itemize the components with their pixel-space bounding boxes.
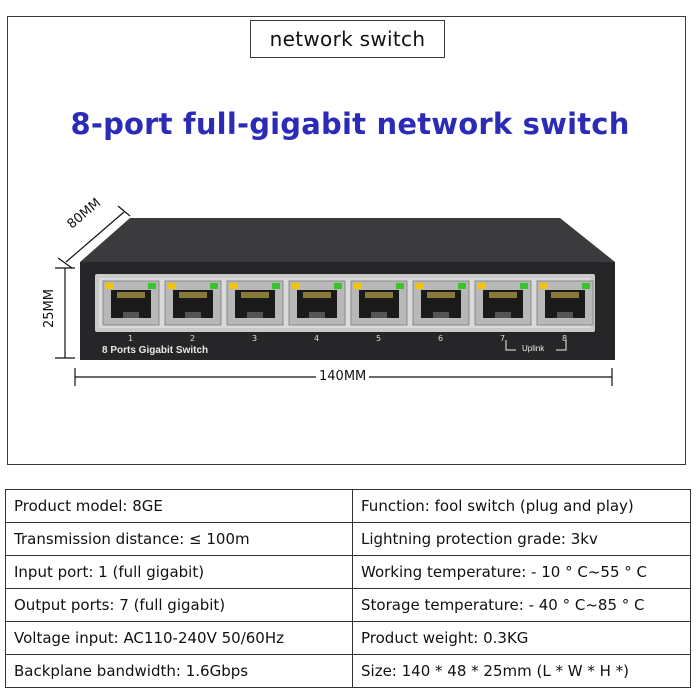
port-number: 6 <box>438 334 444 343</box>
port-number: 8 <box>562 334 568 343</box>
port-number: 5 <box>376 334 382 343</box>
spec-cell: Working temperature: - 10 ° C~55 ° C <box>352 555 691 589</box>
spec-cell: Voltage input: AC110-240V 50/60Hz <box>5 621 353 655</box>
port-number: 7 <box>500 334 506 343</box>
spec-row: Input port: 1 (full gigabit)Working temp… <box>5 555 691 589</box>
switch-panel-label: 8 Ports Gigabit Switch <box>102 345 209 356</box>
category-tag: network switch <box>250 20 445 58</box>
spec-row: Output ports: 7 (full gigabit)Storage te… <box>5 588 691 622</box>
spec-cell: Input port: 1 (full gigabit) <box>5 555 353 589</box>
uplink-label: Uplink <box>522 344 545 353</box>
spec-cell: Size: 140 * 48 * 25mm (L * W * H *) <box>352 654 691 688</box>
spec-cell: Storage temperature: - 40 ° C~85 ° C <box>352 588 691 622</box>
spec-cell: Lightning protection grade: 3kv <box>352 522 691 556</box>
spec-cell: Product weight: 0.3KG <box>352 621 691 655</box>
port-number: 1 <box>128 334 134 343</box>
spec-cell: Transmission distance: ≤ 100m <box>5 522 353 556</box>
port-number: 4 <box>314 334 320 343</box>
height-dimension-label: 25MM <box>42 287 57 330</box>
spec-cell: Function: fool switch (plug and play) <box>352 489 691 523</box>
spec-cell: Backplane bandwidth: 1.6Gbps <box>5 654 353 688</box>
spec-cell: Product model: 8GE <box>5 489 353 523</box>
port-number: 2 <box>190 334 196 343</box>
page-title: 8-port full-gigabit network switch <box>70 107 630 141</box>
product-frame <box>7 16 686 465</box>
width-dimension-label: 140MM <box>316 369 370 384</box>
spec-cell: Output ports: 7 (full gigabit) <box>5 588 353 622</box>
port-number: 3 <box>252 334 258 343</box>
